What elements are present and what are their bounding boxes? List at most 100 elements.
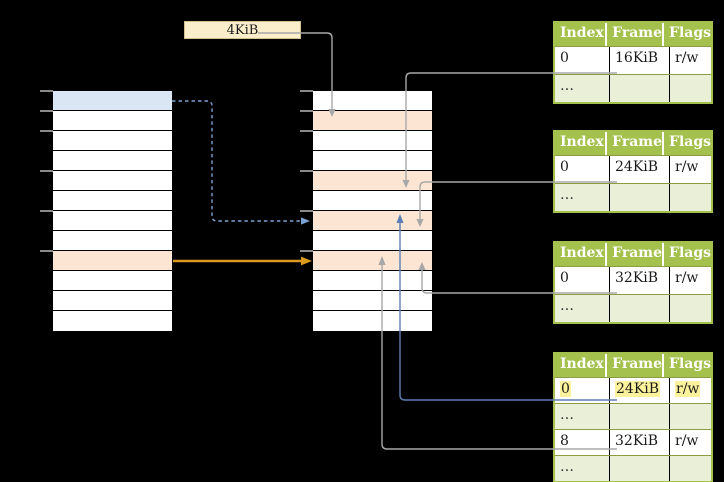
- table-cell: [609, 75, 669, 102]
- arrow-virtual-to-physical-dashed-head: [301, 217, 310, 225]
- table-cell: [669, 184, 711, 211]
- virtual-memory-cell: [53, 231, 172, 251]
- physical-memory-cell: [313, 91, 432, 111]
- column-header-frame: Frame: [605, 354, 662, 377]
- table-row: …: [555, 183, 711, 211]
- physical-memory-cell: [313, 211, 432, 231]
- table-cell: …: [555, 184, 609, 211]
- table-cell: 24KiB: [609, 156, 669, 183]
- table-row: …: [555, 403, 711, 429]
- physical-memory-cell: [313, 251, 432, 271]
- virtual-address-tick: [40, 170, 53, 172]
- physical-memory-cell: [313, 191, 432, 211]
- table-cell: 32KiB: [609, 267, 669, 294]
- column-header-index: Index: [560, 245, 604, 261]
- virtual-address-tick: [40, 210, 53, 212]
- table-cell: 32KiB: [609, 430, 669, 455]
- virtual-memory-cell: [53, 291, 172, 311]
- table-row: …: [555, 294, 711, 322]
- physical-address-tick: [300, 210, 313, 212]
- highlighted-cell-text: 24KiB: [615, 381, 661, 397]
- table-cell: [609, 456, 669, 481]
- physical-memory-cell: [313, 131, 432, 151]
- virtual-memory-cell: [53, 131, 172, 151]
- column-header-index: Index: [560, 25, 604, 41]
- virtual-address-tick: [40, 90, 53, 92]
- arrow-virtual-to-physical-dashed: [172, 100, 300, 222]
- column-header-flags: Flags: [662, 243, 711, 266]
- table-cell: [669, 456, 711, 481]
- table-cell: r/w: [669, 156, 711, 183]
- column-header-flags: Flags: [662, 132, 711, 155]
- table-cell: 0: [555, 267, 609, 294]
- page-size-label-text: 4KiB: [226, 22, 259, 38]
- table-cell: [609, 404, 669, 429]
- physical-address-tick: [300, 110, 313, 112]
- table-cell: [669, 404, 711, 429]
- column-header-frame: Frame: [605, 23, 662, 46]
- physical-memory-cell: [313, 231, 432, 251]
- table-cell: [609, 295, 669, 322]
- virtual-address-tick: [40, 130, 53, 132]
- table-cell: …: [555, 404, 609, 429]
- table-cell: [609, 184, 669, 211]
- virtual-memory-cell: [53, 311, 172, 330]
- virtual-memory-cell: [53, 211, 172, 231]
- table-cell: 0: [555, 47, 609, 74]
- column-header-frame: Frame: [605, 132, 662, 155]
- table-cell: [669, 295, 711, 322]
- physical-memory-cell: [313, 311, 432, 330]
- physical-memory-column: [312, 90, 433, 332]
- virtual-memory-cell: [53, 251, 172, 271]
- virtual-memory-cell: [53, 111, 172, 131]
- physical-address-tick: [300, 250, 313, 252]
- highlighted-cell-text: r/w: [675, 381, 701, 397]
- table-cell: [669, 75, 711, 102]
- virtual-memory-cell: [53, 151, 172, 171]
- column-header-index: Index: [560, 356, 604, 372]
- table-cell: r/w: [669, 378, 711, 403]
- table-cell: …: [555, 456, 609, 481]
- page-size-label: 4KiB: [184, 21, 301, 39]
- physical-address-tick: [300, 130, 313, 132]
- virtual-memory-cell: [53, 171, 172, 191]
- physical-address-tick: [300, 90, 313, 92]
- virtual-address-tick: [40, 110, 53, 112]
- table-cell: …: [555, 75, 609, 102]
- table-row: …: [555, 74, 711, 102]
- physical-memory-cell: [313, 111, 432, 131]
- virtual-memory-cell: [53, 91, 172, 111]
- virtual-memory-cell: [53, 191, 172, 211]
- physical-memory-cell: [313, 151, 432, 171]
- column-header-flags: Flags: [662, 23, 711, 46]
- table-cell: r/w: [669, 430, 711, 455]
- table-cell: r/w: [669, 47, 711, 74]
- column-header-frame: Frame: [605, 243, 662, 266]
- physical-address-tick: [300, 170, 313, 172]
- table-cell: 16KiB: [609, 47, 669, 74]
- table-cell: r/w: [669, 267, 711, 294]
- column-header-index: Index: [560, 134, 604, 150]
- table-cell: 0: [555, 378, 609, 403]
- column-header-flags: Flags: [662, 354, 711, 377]
- highlighted-cell-text: 0: [560, 381, 571, 397]
- table-row: …: [555, 455, 711, 481]
- physical-memory-cell: [313, 271, 432, 291]
- virtual-memory-cell: [53, 271, 172, 291]
- table-cell: 24KiB: [609, 378, 669, 403]
- virtual-memory-column: [52, 90, 173, 332]
- physical-memory-cell: [313, 291, 432, 311]
